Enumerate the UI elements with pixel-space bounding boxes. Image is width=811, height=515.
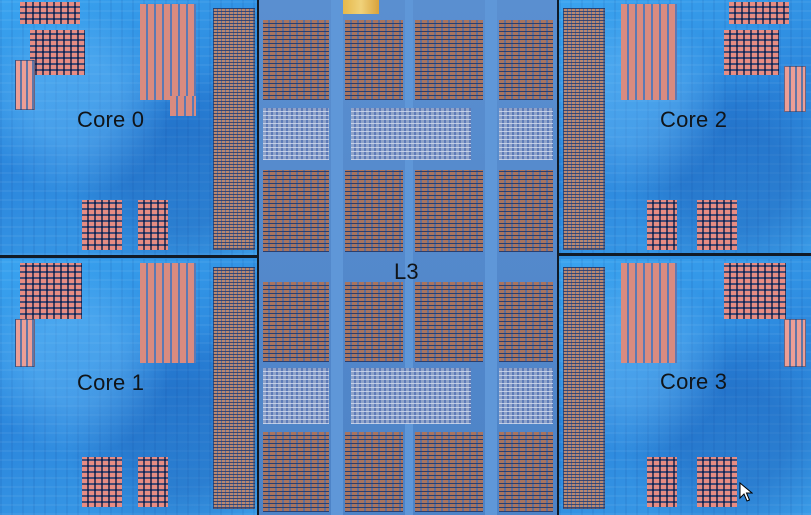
core-1-sram — [15, 319, 35, 367]
l3-bank — [345, 20, 403, 100]
l3-bank — [499, 20, 553, 100]
l3-spine — [331, 0, 343, 515]
l3-bank — [263, 432, 329, 512]
core-1-tile — [82, 457, 122, 507]
core-1-sram — [213, 267, 255, 509]
l3-bank — [345, 170, 403, 252]
core-0-sram-block — [140, 4, 196, 100]
core-2-tile — [724, 30, 779, 75]
l3-bank — [415, 432, 483, 512]
core-3-sram — [563, 267, 605, 509]
core-0-sram — [15, 60, 35, 110]
core-2-label: Core 2 — [660, 107, 728, 132]
core-0-tile — [138, 200, 168, 250]
core-0-sram — [213, 8, 255, 250]
divider-horizontal-right — [557, 253, 811, 256]
l3-bank — [499, 170, 553, 252]
core-1-tile — [138, 457, 168, 507]
l3-bank-tag — [351, 368, 471, 424]
core-2-tile — [647, 200, 677, 250]
core-3-tile — [647, 457, 677, 507]
core-2-sram — [784, 66, 806, 112]
l3-bank — [415, 282, 483, 362]
core-2-tile — [729, 2, 789, 24]
l3-cache-region — [259, 0, 557, 515]
core-2-tile — [697, 200, 737, 250]
core-1-sram-block — [140, 263, 196, 363]
core-0-label: Core 0 — [77, 107, 145, 132]
core-0-sram-block — [170, 96, 196, 116]
l3-bank-tag — [499, 108, 553, 160]
l3-bank — [263, 170, 329, 252]
l3-spine — [405, 0, 413, 515]
l3-bank-tag — [263, 108, 329, 160]
l3-bank-tag — [351, 108, 471, 160]
core-3-sram — [784, 319, 806, 367]
l3-bank — [345, 432, 403, 512]
core-3-tile — [724, 263, 786, 319]
l3-bank — [263, 20, 329, 100]
divider-horizontal-left — [0, 255, 259, 258]
divider-vertical-right — [557, 0, 559, 515]
core-0-tile — [82, 200, 122, 250]
core-1-region — [0, 259, 257, 515]
core-0-region — [0, 0, 257, 255]
core-3-region — [559, 259, 811, 515]
l3-bank-tag — [499, 368, 553, 424]
core-2-sram — [563, 8, 605, 250]
l3-spine — [485, 0, 497, 515]
core-1-label: Core 1 — [77, 370, 145, 395]
l3-bank — [415, 170, 483, 252]
l3-bank — [499, 282, 553, 362]
core-0-tile — [20, 2, 80, 24]
core-3-label: Core 3 — [660, 369, 728, 394]
core-1-tile — [20, 263, 82, 319]
core-2-region — [559, 0, 811, 255]
core-2-sram-block — [621, 4, 677, 100]
core-0-tile — [30, 30, 85, 75]
l3-bank — [499, 432, 553, 512]
die-marking — [343, 0, 379, 14]
core-3-tile — [697, 457, 737, 507]
l3-bank — [345, 282, 403, 362]
l3-bank — [263, 282, 329, 362]
l3-bank-tag — [263, 368, 329, 424]
mouse-cursor-icon — [739, 482, 753, 502]
l3-label: L3 — [394, 259, 419, 284]
l3-bank — [415, 20, 483, 100]
core-3-sram-block — [621, 263, 677, 363]
